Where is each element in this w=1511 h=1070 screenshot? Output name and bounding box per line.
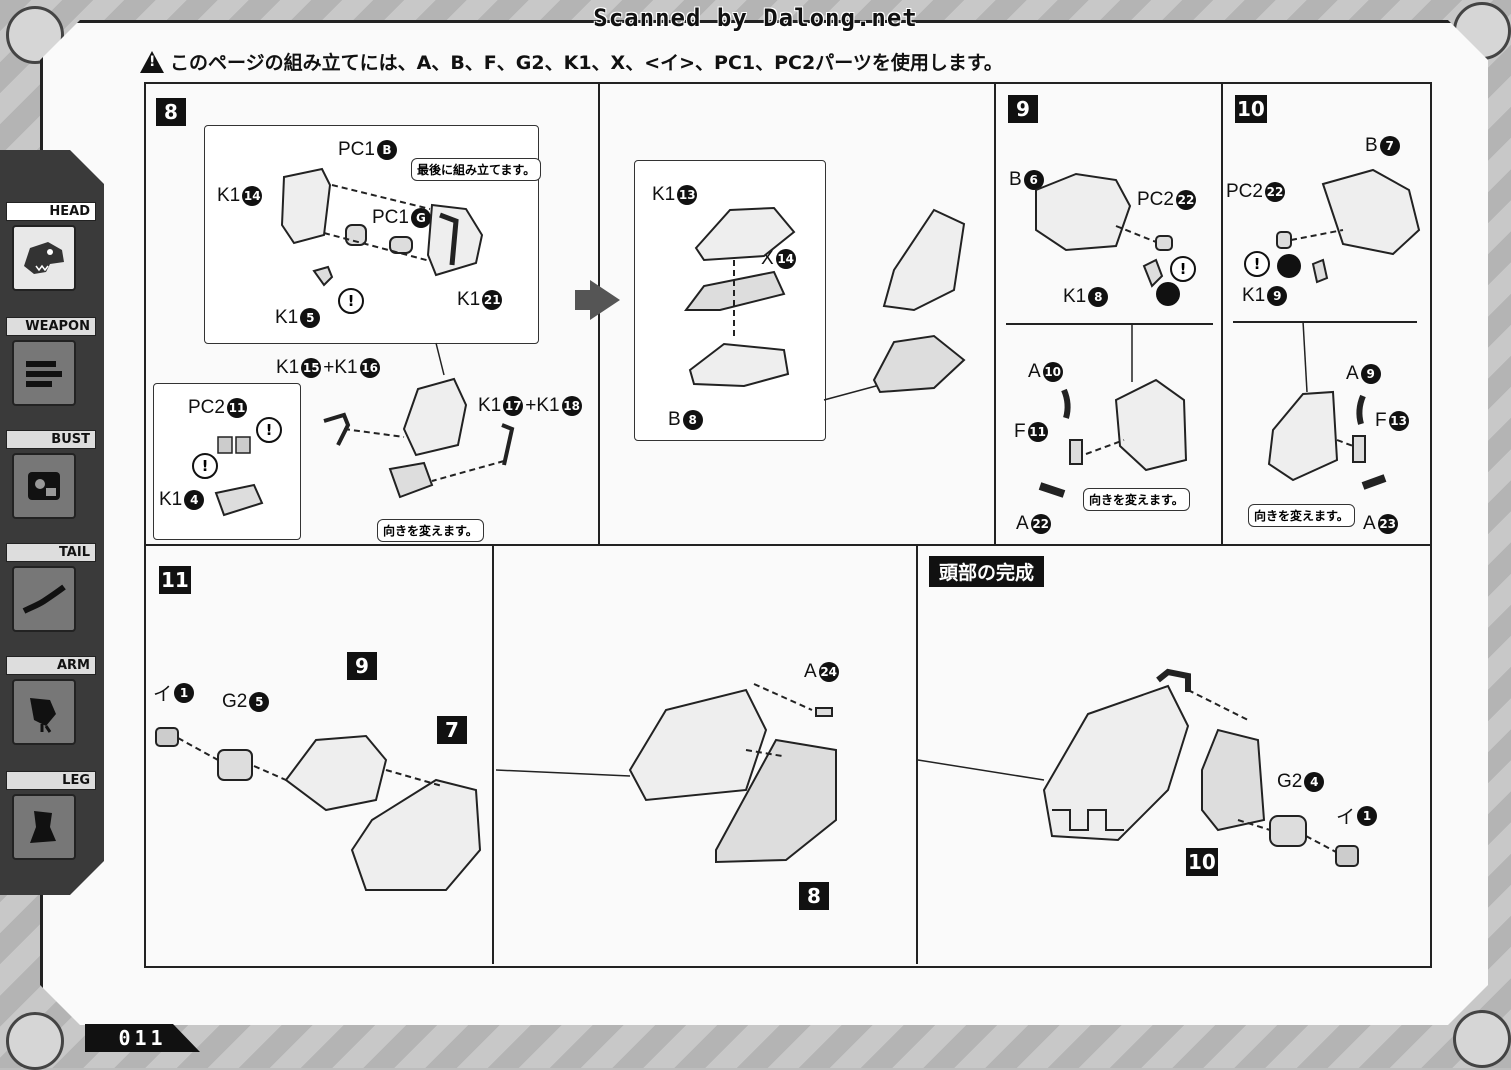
bust-icon xyxy=(12,453,76,519)
step-ref-9: 9 xyxy=(347,652,377,680)
step8-jaw-drawings xyxy=(684,206,966,401)
caution-icon: ! xyxy=(1170,256,1196,282)
tab-label: ARM xyxy=(6,656,96,675)
tab-label: TAIL xyxy=(6,543,96,562)
caution-icon: ! xyxy=(256,417,282,443)
grid-divider xyxy=(1006,323,1213,325)
tip-assemble-last: 最後に組み立てます。 xyxy=(411,158,542,181)
grid-divider xyxy=(994,82,996,544)
tab-label: BUST xyxy=(6,430,96,449)
head-complete-title: 頭部の完成 xyxy=(929,556,1045,587)
grid-divider xyxy=(1221,82,1223,544)
warning-icon xyxy=(140,50,164,73)
tab-weapon[interactable]: WEAPON xyxy=(6,317,96,406)
tab-label: WEAPON xyxy=(6,317,96,336)
step10-part-drawings xyxy=(1267,168,1421,490)
step9-part-drawings xyxy=(1035,172,1188,498)
weapon-icon xyxy=(12,340,76,406)
arm-icon xyxy=(12,679,76,745)
step-number-11: 11 xyxy=(159,566,191,594)
page-note-text: このページの組み立てには、A、B、F、G2、K1、X、<イ>、PC1、PC2パー… xyxy=(170,52,1003,74)
caution-icon: ! xyxy=(338,288,364,314)
flow-arrow-icon xyxy=(575,280,620,320)
corner-gear-icon xyxy=(6,1012,64,1070)
tab-leg[interactable]: LEG xyxy=(6,771,96,860)
leg-icon xyxy=(12,794,76,860)
complete-part-drawings xyxy=(917,668,1359,867)
tab-label: HEAD xyxy=(6,202,96,221)
tab-bust[interactable]: BUST xyxy=(6,430,96,519)
caution-icon: ! xyxy=(192,453,218,479)
step-ref-10: 10 xyxy=(1186,848,1218,876)
step8-part-drawings xyxy=(214,167,515,517)
tip-change-direction: 向きを変えます。 xyxy=(1248,504,1355,527)
step-number-10: 10 xyxy=(1235,95,1267,123)
step11-part-drawings xyxy=(155,683,837,891)
tip-change-direction: 向きを変えます。 xyxy=(377,519,484,542)
corner-gear-icon xyxy=(1453,1010,1511,1068)
grid-divider xyxy=(492,546,494,964)
step-ref-7: 7 xyxy=(437,716,467,744)
tab-label: LEG xyxy=(6,771,96,790)
tab-arm[interactable]: ARM xyxy=(6,656,96,745)
head-icon xyxy=(12,225,76,291)
grid-divider xyxy=(144,544,1430,546)
scan-title: Scanned by Dalong.net xyxy=(593,4,918,32)
main-grid xyxy=(144,82,1432,968)
grid-divider xyxy=(916,546,918,964)
tail-icon xyxy=(12,566,76,632)
tip-change-direction: 向きを変えます。 xyxy=(1083,488,1190,511)
step-number-9: 9 xyxy=(1008,95,1038,123)
tab-tail[interactable]: TAIL xyxy=(6,543,96,632)
grid-divider xyxy=(1233,321,1417,323)
tab-head[interactable]: HEAD xyxy=(6,202,96,291)
step-ref-8: 8 xyxy=(799,882,829,910)
page-note: このページの組み立てには、A、B、F、G2、K1、X、<イ>、PC1、PC2パー… xyxy=(140,48,1003,75)
step-number-8: 8 xyxy=(156,98,186,126)
caution-icon: ! xyxy=(1244,251,1270,277)
